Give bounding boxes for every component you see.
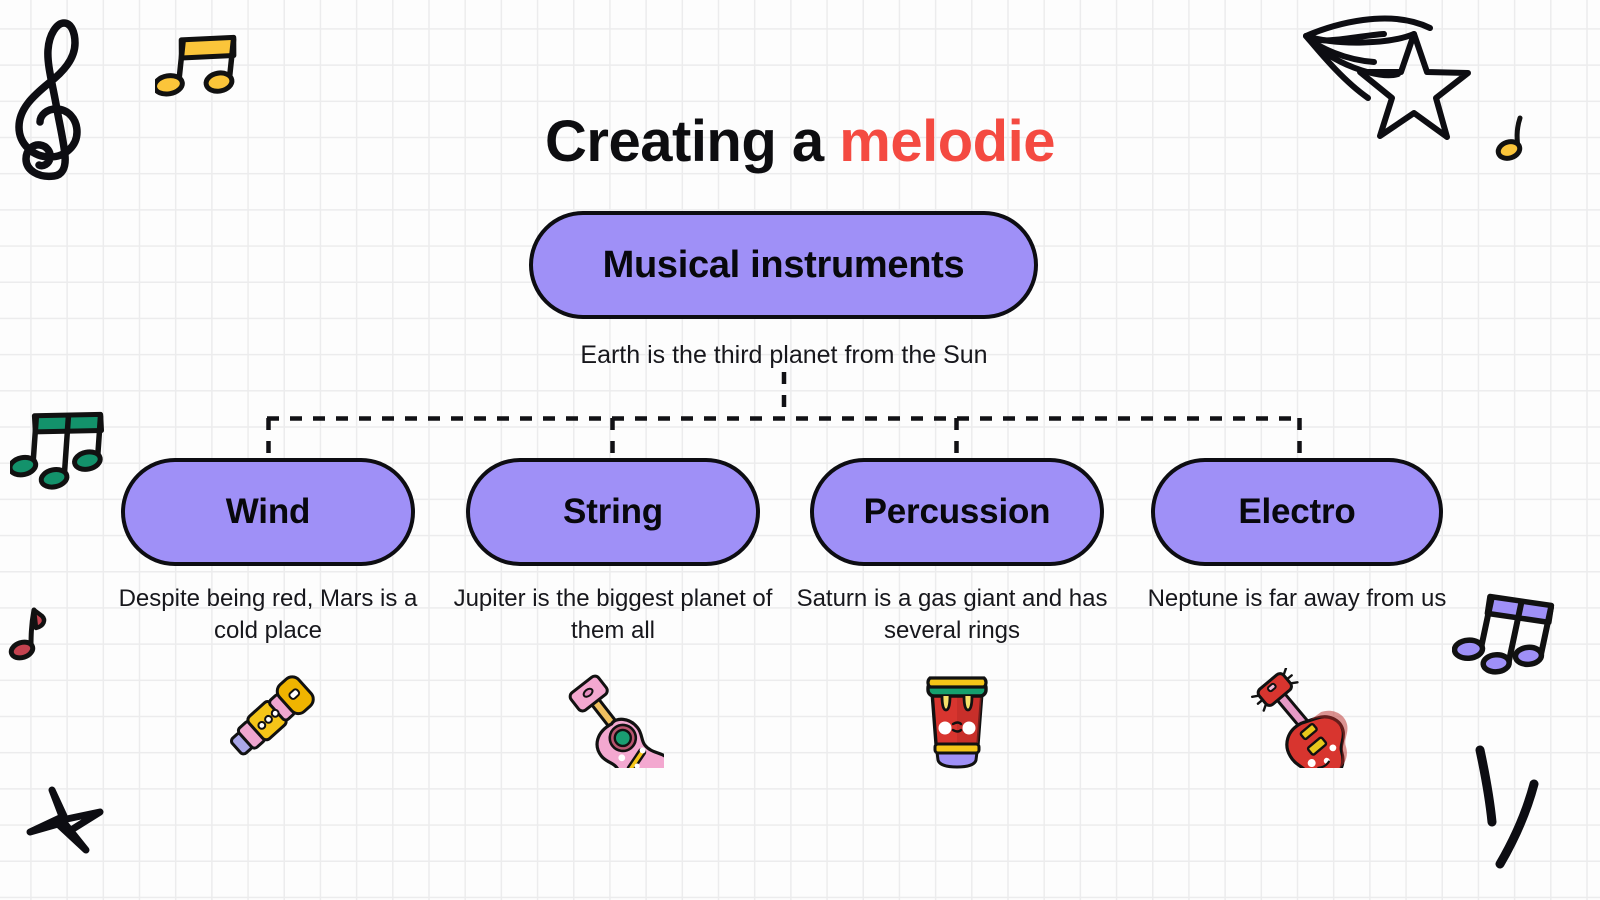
category-pill-wind[interactable]: Wind [121, 458, 415, 566]
root-node-caption: Earth is the third planet from the Sun [580, 341, 988, 369]
acoustic-guitar-icon [568, 674, 664, 768]
category-label-electro: Electro [1238, 492, 1356, 531]
category-label-percussion: Percussion [863, 492, 1051, 531]
category-caption-percussion: Saturn is a gas giant and has several ri… [796, 585, 1108, 645]
page-title: Creating a melodie [0, 108, 1600, 175]
recorder-flute-icon [230, 675, 315, 756]
root-node-label: Musical instruments [602, 243, 965, 286]
category-pill-percussion[interactable]: Percussion [810, 458, 1104, 566]
category-pill-electro[interactable]: Electro [1151, 458, 1443, 566]
conga-drum-icon [926, 676, 988, 769]
green-beamed-notes-icon [10, 411, 105, 490]
title-text-before: Creating a [545, 109, 840, 174]
category-label-string: String [563, 492, 663, 531]
root-node-pill[interactable]: Musical instruments [529, 211, 1038, 319]
title-accent-word: melodie [839, 109, 1055, 174]
electric-guitar-icon [1250, 668, 1348, 768]
purple-beamed-notes-icon [1452, 593, 1555, 675]
category-caption-electro: Neptune is far away from us [1147, 585, 1447, 612]
yellow-beamed-notes-icon [155, 34, 237, 97]
category-label-wind: Wind [225, 492, 311, 531]
category-pill-string[interactable]: String [466, 458, 760, 566]
hand-drawn-star-icon [26, 786, 104, 854]
category-caption-string: Jupiter is the biggest planet of them al… [453, 585, 773, 645]
category-caption-wind: Despite being red, Mars is a cold place [118, 585, 418, 645]
brush-stroke-marks-icon [1475, 745, 1539, 869]
red-eighth-note-icon [8, 607, 47, 661]
